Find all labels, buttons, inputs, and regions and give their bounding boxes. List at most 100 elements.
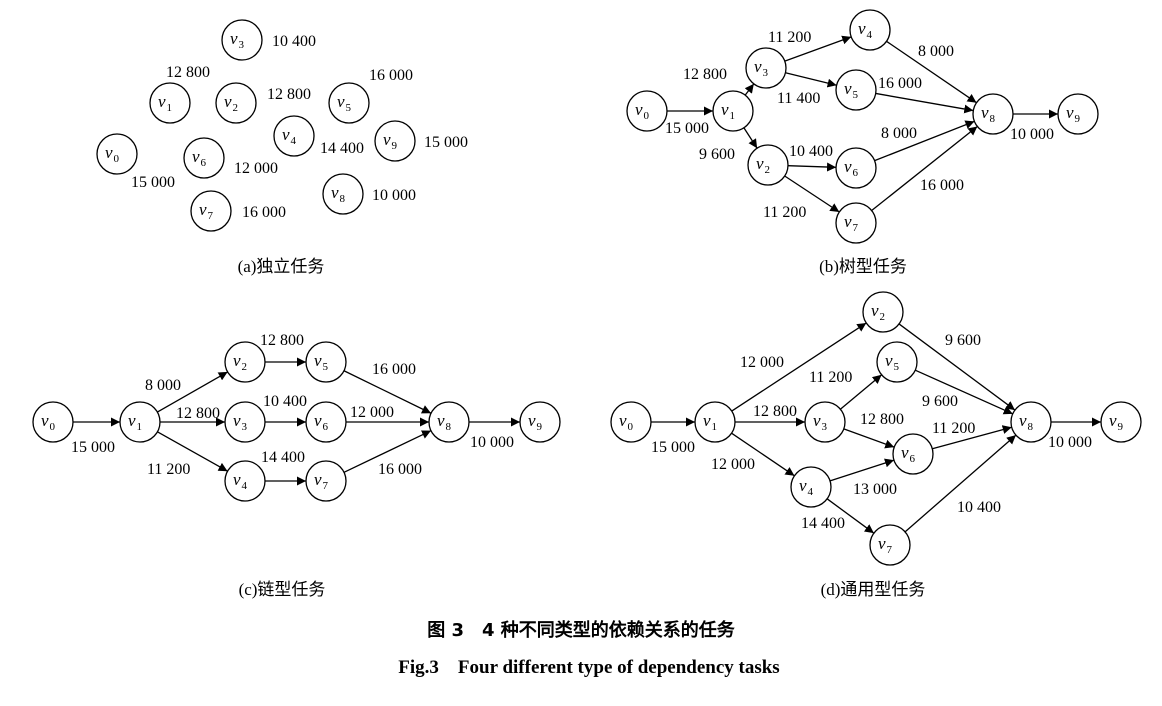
node-label: v3 [230, 29, 245, 51]
weight-label: 15 000 [131, 174, 175, 191]
node-v8: v8 [428, 401, 470, 443]
node-v7: v7 [869, 524, 911, 566]
node-label-base: v [199, 200, 207, 219]
node-label: v7 [314, 470, 329, 492]
edge-v2-v7 [784, 175, 840, 213]
node-label-base: v [314, 411, 322, 430]
node-label-base: v [233, 470, 241, 489]
node-label-sub: 9 [537, 421, 543, 433]
figure-title-cn: 图 3 4 种不同类型的依赖关系的任务 [427, 619, 736, 641]
node-label-sub: 3 [242, 421, 248, 433]
weight-label: 11 400 [777, 90, 820, 107]
node-label-sub: 2 [765, 164, 771, 176]
node-circle [273, 115, 315, 157]
node-v5: v5 [835, 69, 877, 111]
edges-d [651, 322, 1101, 534]
node-circle [224, 401, 266, 443]
edge-v6-v8 [874, 120, 975, 162]
node-circle [712, 90, 754, 132]
node-label-sub: 6 [910, 453, 916, 465]
node-label-sub: 0 [50, 421, 56, 433]
node-v9: v9 [1100, 401, 1142, 443]
node-label-base: v [128, 411, 136, 430]
node-circle [119, 401, 161, 443]
node-label-base: v [721, 100, 729, 119]
node-label: v5 [844, 79, 859, 101]
node-circle [835, 147, 877, 189]
node-label-base: v [233, 411, 241, 430]
node-label: v4 [799, 476, 814, 498]
node-label-sub: 5 [853, 89, 859, 101]
node-label-sub: 8 [340, 193, 346, 205]
weight-label: 12 000 [740, 354, 784, 371]
node-circle [96, 133, 138, 175]
node-circle [626, 90, 668, 132]
node-v6: v6 [835, 147, 877, 189]
node-label-base: v [981, 103, 989, 122]
node-v1: v1 [712, 90, 754, 132]
node-v6: v6 [183, 137, 225, 179]
node-label: v0 [41, 411, 56, 433]
node-label-base: v [230, 29, 238, 48]
node-label: v5 [337, 92, 352, 114]
node-v8: v8 [972, 93, 1014, 135]
weight-label: 10 400 [957, 499, 1001, 516]
node-label-base: v [224, 92, 232, 111]
node-label-base: v [192, 147, 200, 166]
node-label-base: v [754, 57, 762, 76]
weight-label: 16 000 [878, 75, 922, 92]
node-label-sub: 1 [167, 102, 173, 114]
node-circle [374, 120, 416, 162]
node-v4: v4 [790, 466, 832, 508]
node-circle [224, 460, 266, 502]
node-v4: v4 [849, 9, 891, 51]
node-label-sub: 3 [763, 67, 769, 79]
node-label-sub: 6 [323, 421, 329, 433]
node-label-base: v [383, 130, 391, 149]
node-circle [804, 401, 846, 443]
node-label-sub: 9 [1118, 421, 1124, 433]
node-label-sub: 2 [233, 102, 239, 114]
node-label-base: v [871, 301, 879, 320]
edge-v7-v8 [871, 125, 978, 212]
node-v6: v6 [305, 401, 347, 443]
node-label: v2 [871, 301, 885, 323]
node-circle [428, 401, 470, 443]
node-label-base: v [282, 125, 290, 144]
weight-label: 10 400 [789, 143, 833, 160]
edge-v4-v7 [826, 498, 875, 534]
node-v8: v8 [1010, 401, 1052, 443]
node-circle [224, 341, 266, 383]
node-label-sub: 7 [208, 210, 214, 222]
weight-label: 16 000 [372, 361, 416, 378]
node-label-sub: 0 [644, 110, 650, 122]
node-label-base: v [158, 92, 166, 111]
edge-v6-v8 [932, 425, 1012, 450]
node-v2: v2 [224, 341, 266, 383]
node-label-sub: 4 [867, 29, 873, 41]
node-label-base: v [528, 411, 536, 430]
node-label-sub: 7 [323, 480, 329, 492]
weight-label: 15 000 [424, 134, 468, 151]
node-v3: v3 [804, 401, 846, 443]
node-v1: v1 [149, 82, 191, 124]
node-label-sub: 5 [894, 361, 900, 373]
node-label: v0 [635, 100, 650, 122]
node-label-base: v [105, 143, 113, 162]
node-label-base: v [314, 470, 322, 489]
node-circle [305, 401, 347, 443]
edge-v7-v8 [904, 434, 1017, 533]
weight-label: 12 000 [711, 456, 755, 473]
node-circle [305, 341, 347, 383]
edge-v1-v2 [731, 322, 867, 412]
edge-v4-v6 [829, 458, 895, 482]
panel-caption-d: (d)通用型任务 [821, 580, 926, 599]
node-label: v5 [314, 351, 329, 373]
node-circle [849, 9, 891, 51]
weight-label: 15 000 [71, 439, 115, 456]
